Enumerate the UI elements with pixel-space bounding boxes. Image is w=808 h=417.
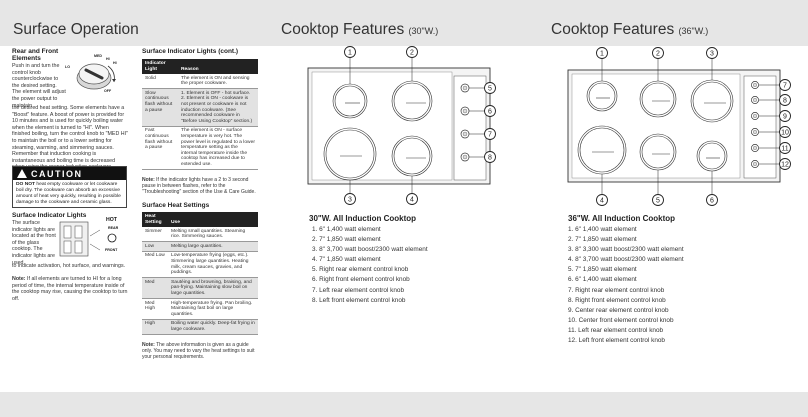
rear-label: REAR (108, 226, 119, 230)
indicator-lights-text-narrow: The surface indicator lights are located… (12, 220, 56, 266)
knob-label-med: MED (94, 54, 102, 58)
indicator-table-title: Surface Indicator Lights (cont.) (142, 48, 239, 55)
use-col-header: Use (168, 212, 258, 228)
heat-table-note: Note: The above information is given as … (142, 342, 255, 360)
indicator-lights-illustration: HOT REAR FRONT (59, 217, 119, 257)
caution-title: CAUTION (31, 168, 83, 179)
list-item: 1. 6" 1,400 watt element (568, 226, 637, 233)
features-30-title: Cooktop Features (30"W.) (281, 21, 439, 38)
callout-30-5: 5 (488, 86, 492, 93)
list-item: 6. 6" 1,400 watt element (568, 276, 637, 284)
list-item: 4. 8" 3,700 watt boost/2300 watt element (568, 256, 684, 264)
heat-table-title: Surface Heat Settings (142, 202, 210, 209)
warning-icon (17, 169, 27, 178)
list-item: 5. 7" 1,850 watt element (568, 266, 637, 274)
list-item: 3. 8" 3,300 watt boost/2300 watt element (568, 246, 684, 254)
cooktop-36-title: 36"W. All Induction Cooktop (568, 214, 676, 223)
callout-36-8: 8 (783, 98, 787, 105)
front-label: FRONT (105, 248, 118, 252)
callout-30-6: 6 (488, 109, 492, 116)
callout-30-4: 4 (410, 197, 414, 204)
caution-body: DO NOT heat empty cookware or let cookwa… (16, 182, 121, 205)
features-36-title: Cooktop Features (36"W.) (551, 21, 709, 38)
callout-36-4: 4 (600, 198, 604, 205)
rear-front-text-wide: the desired heat setting. Some elements … (12, 105, 128, 170)
control-knob-illustration: MED HI LO HI OFF (65, 54, 117, 93)
list-item: 1. 6" 1,400 watt element (312, 226, 381, 233)
indicator-table-note: Note: If the indicator lights have a 2 t… (142, 177, 256, 195)
cooktop-36-list: 1. 6" 1,400 watt element 2. 7" 1,850 wat… (568, 225, 684, 346)
header-band (0, 0, 808, 46)
cooktop-36-diagram: 1 2 3 4 5 6 7 8 9 10 11 12 (567, 47, 791, 206)
list-item: 5. Right rear element control knob (312, 266, 409, 274)
indicator-col-header: Indicator Light (142, 59, 178, 75)
callout-30-8: 8 (488, 155, 492, 162)
callout-36-9: 9 (783, 114, 787, 121)
callout-36-12: 12 (781, 162, 789, 169)
cooktop-30-title: 30"W. All Induction Cooktop (309, 214, 417, 223)
list-item: 11. Left rear element control knob (568, 326, 664, 334)
hot-label: HOT (106, 217, 118, 223)
list-item: 6. Right front element control knob (312, 276, 410, 284)
callout-30-3: 3 (348, 197, 352, 204)
heat-setting-col-header: Heat Setting (142, 212, 168, 228)
list-item: 9. Center rear element control knob (568, 306, 669, 314)
footer-band (0, 392, 808, 417)
reason-col-header: Reason (178, 59, 258, 75)
indicator-lights-title: Surface Indicator Lights (12, 212, 87, 219)
knob-label-hi: HI (106, 57, 110, 61)
knob-label-off: OFF (104, 89, 112, 93)
cooktop-30-list: 1. 6" 1,400 watt element 2. 7" 1,850 wat… (312, 225, 428, 306)
rear-front-title: Rear and Front Elements (12, 48, 59, 63)
surface-operation-title: Surface Operation (13, 21, 139, 38)
callout-36-10: 10 (781, 130, 789, 137)
indicator-lights-text-wide: to indicate activation, hot surface, and… (12, 263, 126, 269)
knob-label-hi-2: HI (113, 61, 117, 65)
caution-header: CAUTION (13, 167, 126, 180)
list-item: 4. 7" 1,850 watt element (312, 256, 381, 264)
callout-30-2: 2 (410, 50, 414, 57)
rear-front-text-narrow: Push in and turn the control knob counte… (12, 63, 66, 109)
list-item: 10. Center front element control knob (568, 316, 674, 324)
list-item: 12. Left front element control knob (568, 337, 665, 345)
list-item: 7. Left rear element control knob (312, 286, 405, 294)
callout-30-7: 7 (488, 132, 492, 139)
knob-label-lo: LO (65, 65, 70, 69)
cooktop-30-diagram: 1 2 3 4 5 6 7 8 (307, 46, 496, 205)
list-item: 2. 7" 1,850 watt element (312, 236, 381, 244)
list-item: 8. Right front element control knob (568, 296, 666, 304)
list-item: 7. Right rear element control knob (568, 286, 665, 294)
callout-30-1: 1 (348, 50, 352, 57)
list-item: 3. 8" 3,700 watt boost/2300 watt element (312, 246, 428, 254)
indicator-lights-note: Note: If all elements are turned to HI f… (12, 276, 128, 302)
callout-36-6: 6 (710, 198, 714, 205)
callout-36-2: 2 (656, 51, 660, 58)
callout-36-7: 7 (783, 83, 787, 90)
list-item: 2. 7" 1,850 watt element (568, 236, 637, 244)
list-item: 8. Left front element control knob (312, 296, 406, 304)
callout-36-11: 11 (781, 146, 788, 153)
callout-36-5: 5 (656, 198, 660, 205)
callout-36-3: 3 (710, 51, 714, 58)
callout-36-1: 1 (600, 51, 604, 58)
caution-box: CAUTION DO NOT heat empty cookware or le… (12, 166, 127, 208)
